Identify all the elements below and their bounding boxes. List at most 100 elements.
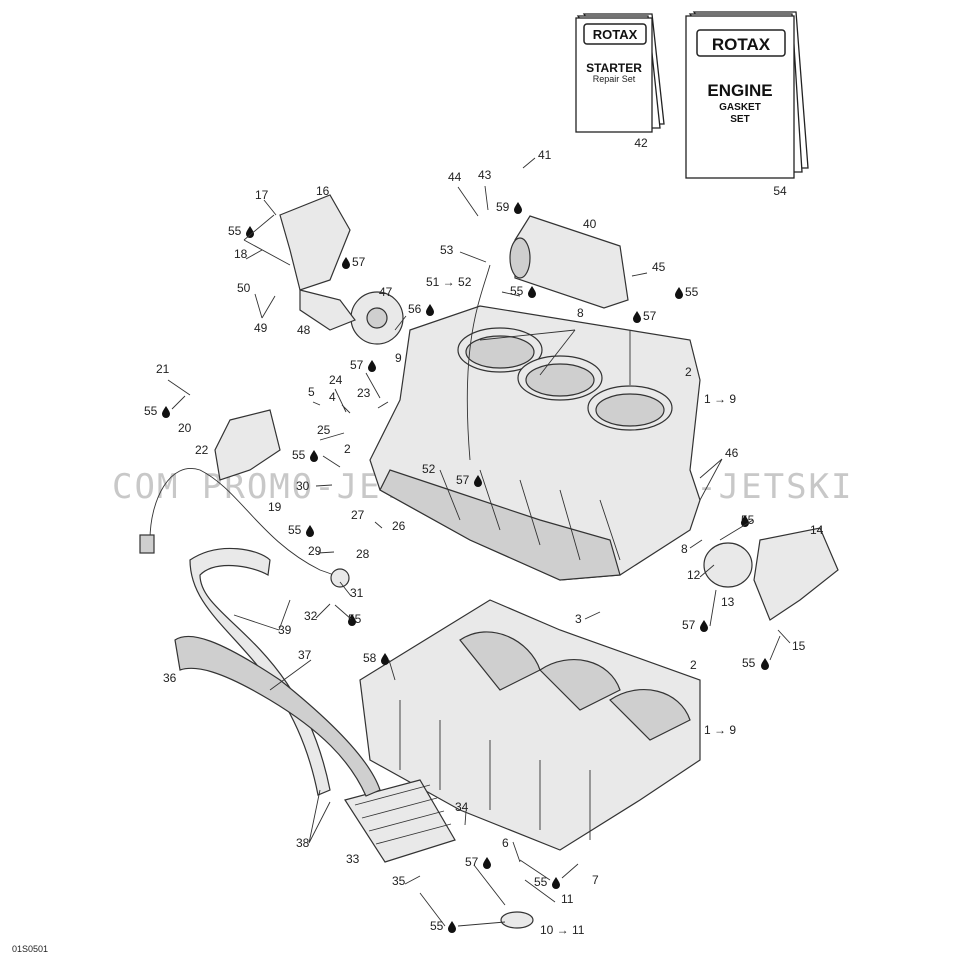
callout-55: 55 bbox=[685, 285, 699, 299]
callout-34: 34 bbox=[455, 800, 469, 814]
callout-55: 55 bbox=[228, 224, 242, 238]
callout-10-11: 10 → 11 bbox=[540, 923, 585, 937]
callout-35: 35 bbox=[392, 874, 406, 888]
callout-27: 27 bbox=[351, 508, 365, 522]
callout-55: 55 bbox=[742, 656, 756, 670]
starter-repair-set-manual: ROTAX STARTER Repair Set 42 bbox=[575, 13, 665, 150]
bracket-22 bbox=[214, 409, 281, 481]
oil-drop-icon bbox=[310, 450, 318, 462]
callout-54: 54 bbox=[773, 184, 787, 198]
engine-manual-brand: ROTAX bbox=[712, 35, 771, 54]
engine-manual-subtitle-1: GASKET bbox=[719, 102, 761, 113]
callout-2: 2 bbox=[690, 658, 697, 672]
oil-drop-icon bbox=[483, 857, 491, 869]
upper-crankcase bbox=[369, 305, 701, 581]
callout-33: 33 bbox=[346, 852, 360, 866]
diagram-code: 01S0501 bbox=[12, 944, 48, 954]
callout-17: 17 bbox=[255, 188, 269, 202]
callout-1-9: 1 → 9 bbox=[704, 392, 736, 406]
callout-36: 36 bbox=[163, 671, 177, 685]
oil-drop-icon bbox=[306, 525, 314, 537]
callout-55: 55 bbox=[144, 404, 158, 418]
oil-drop-icon bbox=[700, 620, 708, 632]
callout-2: 2 bbox=[685, 365, 692, 379]
callout-7: 7 bbox=[592, 873, 599, 887]
callout-50: 50 bbox=[237, 281, 251, 295]
starter-manual-brand: ROTAX bbox=[593, 27, 638, 42]
callout-26: 26 bbox=[392, 519, 406, 533]
callout-25: 25 bbox=[317, 423, 331, 437]
starter-motor bbox=[509, 215, 629, 309]
callout-31: 31 bbox=[350, 586, 364, 600]
callout-29: 29 bbox=[308, 544, 322, 558]
callout-48: 48 bbox=[297, 323, 311, 337]
callout-57: 57 bbox=[465, 855, 479, 869]
callout-32: 32 bbox=[304, 609, 318, 623]
callout-41: 41 bbox=[538, 148, 552, 162]
callout-52: 52 bbox=[422, 462, 436, 476]
callout-38: 38 bbox=[296, 836, 310, 850]
oil-drop-icon bbox=[633, 311, 641, 323]
callout-20: 20 bbox=[178, 421, 192, 435]
callout-57: 57 bbox=[350, 358, 364, 372]
oil-drop-icon bbox=[342, 257, 350, 269]
starter-bracket bbox=[279, 194, 351, 291]
oil-drop-icon bbox=[448, 921, 456, 933]
callout-4: 4 bbox=[329, 390, 336, 404]
callout-57: 57 bbox=[456, 473, 470, 487]
callout-55: 55 bbox=[430, 919, 444, 933]
callout-13: 13 bbox=[721, 595, 735, 609]
callout-15: 15 bbox=[792, 639, 806, 653]
callout-58: 58 bbox=[363, 651, 377, 665]
callout-3: 3 bbox=[575, 612, 582, 626]
callout-56: 56 bbox=[408, 302, 422, 316]
sensor-wire bbox=[139, 468, 350, 588]
callout-53: 53 bbox=[440, 243, 454, 257]
callout-59: 59 bbox=[496, 200, 510, 214]
callout-43: 43 bbox=[478, 168, 492, 182]
callout-42: 42 bbox=[634, 136, 648, 150]
callout-12: 12 bbox=[687, 568, 701, 582]
drain-plug bbox=[500, 911, 534, 929]
callout-57: 57 bbox=[352, 255, 366, 269]
callout-55: 55 bbox=[534, 875, 548, 889]
oil-hose-lower bbox=[174, 635, 381, 797]
callout-46: 46 bbox=[725, 446, 739, 460]
oil-drop-icon bbox=[162, 406, 170, 418]
oil-drop-icon bbox=[552, 877, 560, 889]
callout-55: 55 bbox=[292, 448, 306, 462]
engine-manual-title: ENGINE bbox=[707, 81, 772, 100]
callout-23: 23 bbox=[357, 386, 371, 400]
leader-lines bbox=[167, 157, 791, 927]
oil-drop-icon bbox=[246, 226, 254, 238]
starter-manual-title: STARTER bbox=[586, 61, 642, 75]
callout-1-9: 1 → 9 bbox=[704, 723, 736, 737]
callout-22: 22 bbox=[195, 443, 209, 457]
callout-51-52: 51 → 52 bbox=[426, 275, 472, 289]
lower-crankcase bbox=[359, 599, 701, 851]
dipstick bbox=[466, 264, 491, 461]
callout-57: 57 bbox=[643, 309, 657, 323]
callout-47: 47 bbox=[379, 285, 393, 299]
oil-drop-icon bbox=[514, 202, 522, 214]
engine-manual-subtitle-2: SET bbox=[730, 114, 749, 125]
callout-5: 5 bbox=[308, 385, 315, 399]
callout-16: 16 bbox=[316, 184, 330, 198]
callout-39: 39 bbox=[278, 623, 292, 637]
callout-11: 11 bbox=[561, 892, 574, 906]
callout-14: 14 bbox=[810, 523, 824, 537]
callout-55: 55 bbox=[288, 523, 302, 537]
callout-18: 18 bbox=[234, 247, 248, 261]
oil-drop-icon bbox=[381, 653, 389, 665]
starter-shaft bbox=[299, 289, 356, 331]
callout-49: 49 bbox=[254, 321, 268, 335]
starter-manual-subtitle: Repair Set bbox=[593, 74, 636, 84]
engine-gasket-set-manual: ROTAX ENGINE GASKET SET 54 bbox=[685, 11, 809, 198]
callout-24: 24 bbox=[329, 373, 343, 387]
oil-cooler bbox=[344, 779, 456, 863]
callout-8: 8 bbox=[577, 306, 584, 320]
callout-37: 37 bbox=[298, 648, 312, 662]
callout-40: 40 bbox=[583, 217, 597, 231]
callout-2: 2 bbox=[344, 442, 351, 456]
